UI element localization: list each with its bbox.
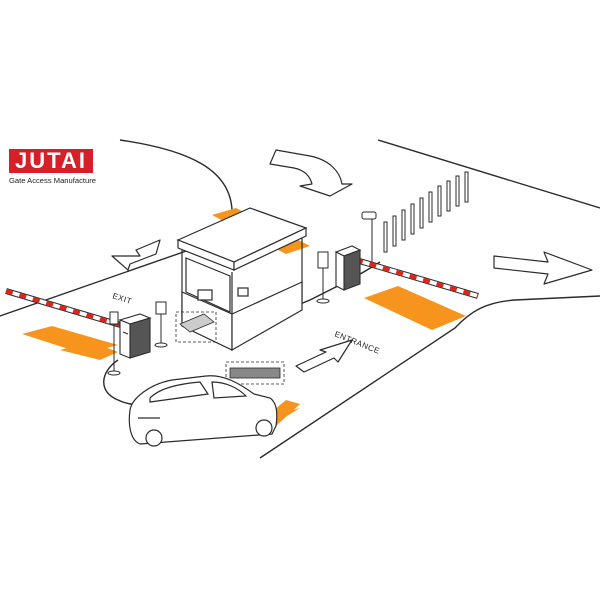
control-panel xyxy=(175,311,217,343)
barrier-arm-exit-stripes xyxy=(5,289,125,328)
arrow-right-icon xyxy=(493,251,593,285)
barrier-arm-entrance xyxy=(355,258,479,298)
booth-window-frame xyxy=(185,257,231,313)
exit-label: EXIT xyxy=(111,291,133,306)
barrier-exit xyxy=(5,288,152,359)
island-curve-left xyxy=(103,359,141,406)
booth-wall-side xyxy=(231,281,303,352)
car-side-window xyxy=(211,381,248,399)
loop-detector-exit-2 xyxy=(60,342,118,360)
arrow-top-curve-icon xyxy=(269,149,353,197)
car-wheel-front xyxy=(255,419,273,437)
booth-screen-icon xyxy=(237,287,249,297)
ticket-dispenser xyxy=(316,251,330,304)
arrow-entrance-icon xyxy=(295,339,353,373)
barrier-entrance xyxy=(334,245,479,299)
car xyxy=(128,375,278,447)
car-wheel-rear xyxy=(145,429,163,447)
card-reader-exit xyxy=(154,301,168,348)
road-edge-right xyxy=(259,295,600,459)
road-edge-top-right xyxy=(377,139,600,209)
road-edge-top-left xyxy=(0,139,233,317)
logo-box: JUTAI xyxy=(9,148,93,173)
direction-arrows xyxy=(111,149,593,373)
card-reader-exit-2 xyxy=(107,311,121,376)
logo-tagline: Gate Access Manufacture xyxy=(9,176,96,185)
barrier-cabinet-entrance xyxy=(334,245,362,291)
booth-monitor-icon xyxy=(197,289,213,301)
arrow-exit-left-icon xyxy=(111,239,161,271)
ground-sensor xyxy=(225,361,285,385)
camera-icon xyxy=(361,211,377,262)
car-windshield xyxy=(149,381,210,403)
fence-posts xyxy=(383,171,469,253)
booth-roof-side xyxy=(233,227,307,271)
barrier-cabinet-exit xyxy=(118,313,152,359)
loop-detector-entrance xyxy=(364,286,466,330)
